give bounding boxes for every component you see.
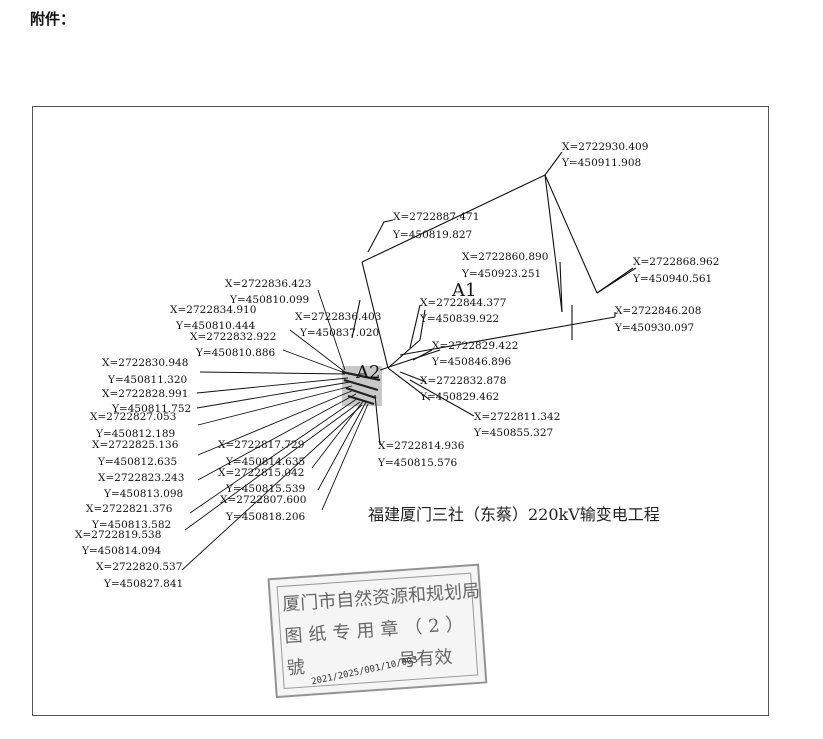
coord-label: X=2722832.922 (190, 331, 276, 343)
coord-label: X=2722828.991 (102, 388, 188, 400)
mid-line (399, 316, 616, 356)
coord-label: Y=450846.896 (431, 356, 512, 368)
coord-label: X=2722817.729 (218, 439, 304, 451)
coord-label: Y=450813.098 (103, 488, 183, 500)
coord-label: X=2722820.537 (96, 561, 182, 573)
coord-label: Y=450810.886 (195, 347, 276, 359)
coord-label: X=2722821.376 (86, 503, 173, 515)
coord-label: Y=450923.251 (461, 268, 541, 280)
right-coordinate-labels: X=2722930.409 Y=450911.908 X=2722887.471… (295, 141, 719, 469)
left-spur (361, 261, 389, 369)
coord-label: Y=450818.206 (225, 511, 306, 523)
coord-label: Y=450815.539 (225, 483, 305, 495)
coord-label: X=2722836.423 (225, 278, 311, 290)
coord-label: Y=450815.576 (377, 457, 458, 469)
coord-label: Y=450837.020 (299, 327, 379, 339)
coord-label: Y=450829.462 (419, 391, 499, 403)
coord-label: Y=450810.099 (229, 294, 309, 306)
coord-label: Y=450839.922 (419, 313, 499, 325)
coord-label: X=2722860.890 (462, 251, 548, 263)
lower-spur (387, 367, 431, 401)
coord-label: X=2722834.910 (170, 304, 256, 316)
stamp-line4: 号有效 (398, 647, 453, 672)
coord-label: Y=450810.444 (175, 320, 256, 332)
a2-cluster (181, 289, 382, 571)
coord-label: X=2722807.600 (220, 494, 306, 506)
coord-label: X=2722819.538 (75, 529, 161, 541)
coord-label: X=2722825.136 (92, 439, 179, 451)
coord-label: Y=450811.752 (111, 403, 191, 415)
coord-label: Y=450911.908 (561, 157, 641, 169)
coord-label: Y=450827.841 (103, 578, 183, 590)
coord-label: X=2722844.377 (420, 297, 506, 309)
coord-label: X=2722823.243 (98, 472, 184, 484)
coord-label: Y=450819.827 (392, 229, 472, 241)
coord-label: Y=450812.189 (95, 428, 175, 440)
official-stamp: 厦门市自然资源和规划局 图纸专用章（2） 號 号有效 2021/2025/001… (267, 563, 488, 699)
coord-label: Y=450930.097 (614, 322, 694, 334)
middle-spur (544, 174, 563, 313)
coord-label: X=2722830.948 (102, 357, 188, 369)
coord-label: X=2722868.962 (633, 256, 719, 268)
coord-label: X=2722814.936 (378, 440, 465, 452)
coord-label: Y=450940.561 (632, 273, 712, 285)
coord-label: X=2722887.471 (393, 211, 479, 223)
coord-label: X=2722836.403 (295, 311, 381, 323)
area-label-a1: A1 (451, 280, 476, 301)
coord-label: X=2722832.878 (420, 375, 506, 387)
coord-label: Y=450814.094 (81, 545, 162, 557)
coord-label: X=2722811.342 (474, 411, 560, 423)
coord-label: Y=450814.635 (225, 456, 305, 468)
coord-label: Y=450811.320 (107, 374, 187, 386)
attachment-heading: 附件： (30, 10, 76, 28)
stamp-line3: 號 (286, 657, 305, 679)
coord-label: X=2722846.208 (615, 305, 701, 317)
coord-label: Y=450813.582 (91, 519, 171, 531)
line-network (351, 151, 637, 446)
coord-label: X=2722930.409 (562, 141, 648, 153)
coord-label: Y=450855.327 (473, 427, 553, 439)
coord-label: X=2722815.042 (218, 467, 304, 479)
project-title: 福建厦门三社（东蔡）220kV输变电工程 (368, 505, 660, 524)
coord-label: X=2722827.053 (90, 411, 176, 423)
coord-label: X=2722829.422 (432, 340, 518, 352)
left-coordinate-labels: X=2722836.423 Y=450810.099 X=2722834.910… (75, 278, 311, 590)
coord-label: Y=450812.635 (97, 456, 177, 468)
area-label-a2: A2 (355, 362, 380, 383)
